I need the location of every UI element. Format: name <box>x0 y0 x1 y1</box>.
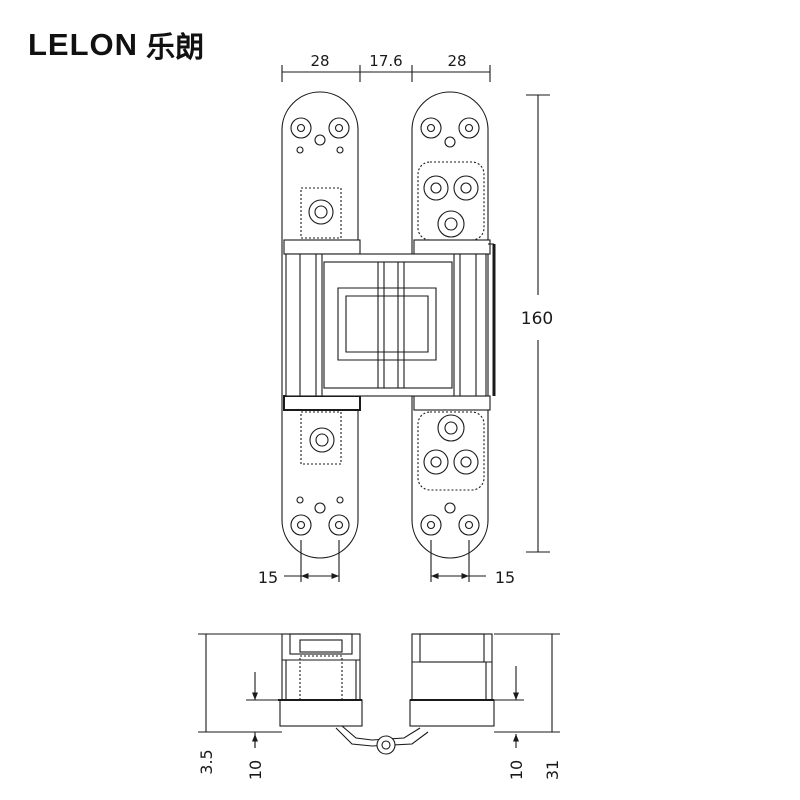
brand-logo-latin: LELON <box>28 27 139 62</box>
dim-top-right-width: 28 <box>447 52 466 70</box>
right-leaf <box>411 91 489 559</box>
dim-top-left-width: 28 <box>310 52 329 70</box>
side-link-arm <box>335 725 429 755</box>
brand-logo-cjk: 乐朗 <box>146 30 205 64</box>
dim-side-left-depth: 10 <box>246 760 265 780</box>
brand-logo: LELON 乐朗 <box>28 24 204 66</box>
dim-overall-height <box>526 94 550 553</box>
left-leaf <box>281 91 359 559</box>
dim-top-gap: 17.6 <box>369 52 402 70</box>
dim-side-lines <box>198 633 560 748</box>
front-view <box>281 65 550 582</box>
side-right-block <box>409 633 495 727</box>
side-view <box>198 633 560 755</box>
dim-right-hole-spacing: 15 <box>495 568 515 587</box>
dim-left-hole-spacing: 15 <box>258 568 278 587</box>
dim-side-right-depth: 10 <box>507 760 526 780</box>
dim-side-overall-height: 31 <box>543 760 562 780</box>
dim-side-offset: 3.5 <box>197 749 216 774</box>
dim-top-widths <box>281 65 491 82</box>
side-left-block <box>278 633 363 727</box>
dim-overall-height-label: 160 <box>521 309 553 329</box>
dim-hole-spacing <box>284 540 486 582</box>
center-body <box>283 239 496 411</box>
